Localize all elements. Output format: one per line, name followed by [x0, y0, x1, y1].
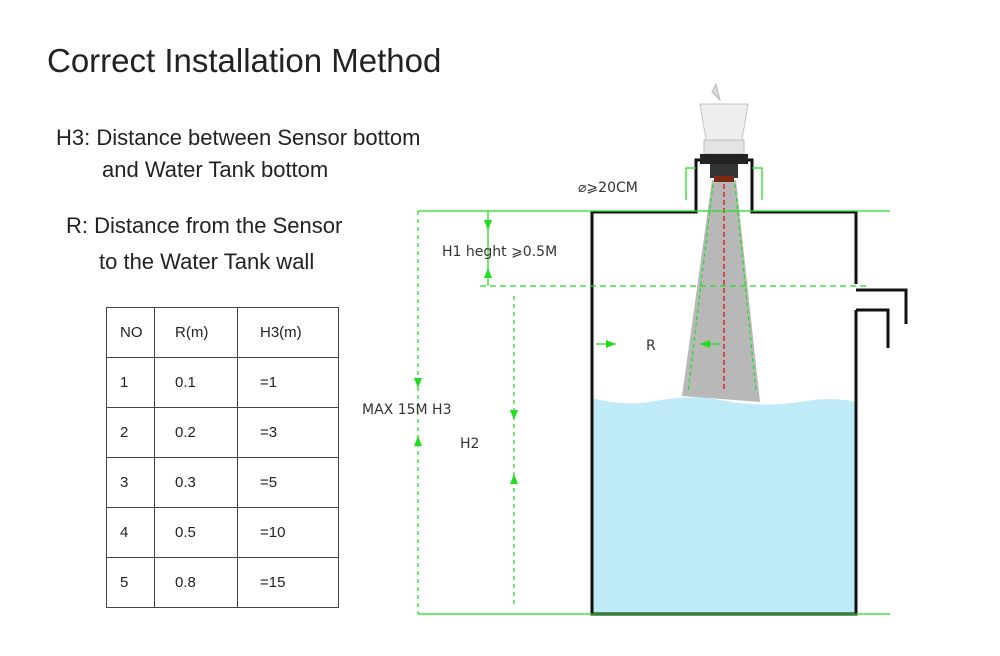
table-cell-r: 0.2	[154, 407, 238, 458]
table-row: 4 0.5 =10	[106, 507, 339, 558]
r-definition: R: Distance from the Sensor to the Water…	[66, 208, 342, 280]
r-definition-line2: to the Water Tank wall	[99, 249, 315, 274]
table-cell-no: 5	[106, 557, 155, 608]
table-cell-r: 0.3	[154, 457, 238, 508]
water	[592, 397, 856, 614]
h3-definition-line1: H3: Distance between Sensor bottom	[56, 125, 421, 150]
table-row: 3 0.3 =5	[106, 457, 339, 508]
h3-definition-line2: and Water Tank bottom	[102, 157, 329, 182]
table-cell-no: 3	[106, 457, 155, 508]
spec-table: NO R(m) H3(m) 1 0.1 =1 2 0.2 =3 3 0.3 =5…	[106, 307, 339, 608]
diameter-bracket-right	[752, 167, 763, 200]
table-cell-h3: =5	[237, 457, 339, 508]
h1-label: H1 heght ⩾0.5M	[442, 244, 557, 260]
table-header-row: NO R(m) H3(m)	[106, 307, 339, 358]
table-cell-r: 0.8	[154, 557, 238, 608]
r-label: R	[646, 338, 656, 354]
table-header-no: NO	[106, 307, 155, 358]
h3-definition: H3: Distance between Sensor bottom and W…	[56, 122, 420, 186]
diameter-bracket	[685, 167, 696, 200]
table-row: 5 0.8 =15	[106, 557, 339, 608]
sensor	[699, 82, 749, 182]
r-definition-line1: R: Distance from the Sensor	[66, 213, 343, 238]
dimension-arrowheads	[414, 220, 710, 484]
overflow-pipe-bottom	[856, 308, 890, 348]
table-row: 1 0.1 =1	[106, 357, 339, 408]
overflow-pipe-top	[856, 288, 908, 324]
table-header-h3: H3(m)	[237, 307, 339, 358]
diameter-label: ⌀⩾20CM	[578, 180, 638, 196]
table-cell-r: 0.5	[154, 507, 238, 558]
table-cell-h3: =10	[237, 507, 339, 558]
page-title: Correct Installation Method	[47, 42, 442, 79]
dimension-lines	[417, 167, 890, 615]
h2-label: H2	[460, 436, 479, 452]
table-cell-h3: =1	[237, 357, 339, 408]
max-h3-label: MAX 15M H3	[362, 402, 451, 418]
table-cell-r: 0.1	[154, 357, 238, 408]
table-cell-h3: =15	[237, 557, 339, 608]
